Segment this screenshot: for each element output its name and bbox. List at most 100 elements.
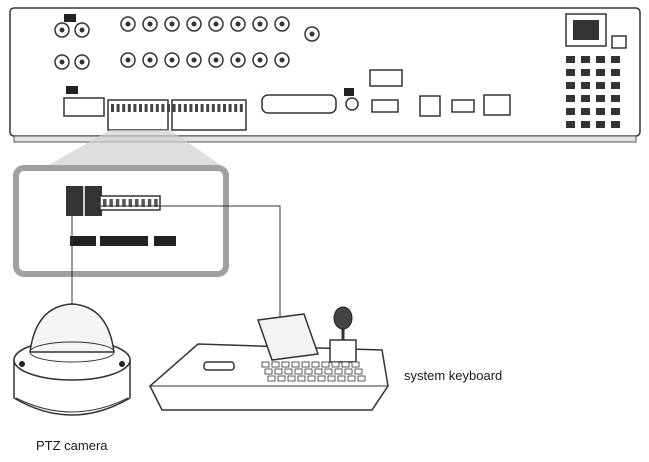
bnc-pin — [125, 21, 131, 27]
terminal-pin — [228, 104, 232, 112]
bnc-pin — [169, 57, 175, 63]
jog-dial — [203, 361, 235, 371]
vent-slot — [581, 69, 590, 76]
system-keyboard — [149, 306, 389, 411]
keyboard-key — [271, 361, 280, 368]
keyboard-key — [307, 375, 316, 382]
bnc-pin — [147, 57, 153, 63]
lan-port — [419, 95, 441, 117]
terminal-pin — [161, 104, 165, 112]
power-inlet-socket — [573, 20, 599, 40]
keyboard-key — [264, 368, 273, 375]
bnc-pin — [79, 27, 85, 33]
terminal-pin — [144, 104, 148, 112]
terminal-pin — [223, 104, 226, 112]
vent-slot — [596, 56, 605, 63]
keyboard-key — [274, 368, 283, 375]
terminal-pin — [127, 104, 131, 112]
bnc-pin — [213, 21, 219, 27]
joystick-base — [329, 339, 357, 363]
bnc-connector-group — [54, 16, 320, 70]
terminal-block-left — [107, 99, 169, 131]
power-switch — [611, 35, 627, 49]
vent-slot — [581, 95, 590, 102]
alarm-terminal-pins — [103, 199, 158, 207]
keyboard-cable — [90, 205, 281, 322]
usb-port-double — [483, 94, 511, 116]
bnc-pin — [257, 57, 263, 63]
terminal-pin — [183, 104, 187, 112]
usb-port — [451, 99, 475, 113]
vent-slot — [611, 95, 620, 102]
keyboard-key — [294, 368, 303, 375]
bnc-pin — [309, 31, 315, 37]
keyboard-key — [301, 361, 310, 368]
keyboard-key — [287, 375, 296, 382]
joystick-knob — [333, 306, 353, 330]
bnc-pin — [191, 21, 197, 27]
bnc-pin — [235, 21, 241, 27]
dome-ring — [29, 341, 115, 363]
keyboard-key — [354, 368, 363, 375]
zoom-frame — [13, 165, 229, 277]
keyboard-key — [267, 375, 276, 382]
bnc-pin — [125, 57, 131, 63]
keyboard-key — [281, 361, 290, 368]
vent-slot — [611, 56, 620, 63]
vent-slot — [581, 56, 590, 63]
vent-slot — [596, 121, 605, 128]
bnc-pin — [235, 57, 241, 63]
vent-slot — [566, 82, 575, 89]
keyboard-key — [317, 375, 326, 382]
terminal-pin — [234, 104, 238, 112]
db25-port — [261, 94, 337, 114]
terminal-pin — [178, 104, 182, 112]
bnc-pin — [147, 21, 153, 27]
terminal-pin — [122, 199, 126, 207]
terminal-pin — [155, 104, 159, 112]
keyboard-key — [321, 361, 330, 368]
vent-grid — [566, 56, 620, 128]
keyboard-key — [277, 375, 286, 382]
vent-slot — [596, 82, 605, 89]
label-tag — [66, 86, 78, 94]
vent-slot — [611, 108, 620, 115]
terminal-pin — [147, 199, 152, 207]
keyboard-key — [314, 368, 323, 375]
vent-slot — [566, 95, 575, 102]
keyboard-key — [304, 368, 313, 375]
keyboard-key — [327, 375, 336, 382]
terminal-pin — [189, 104, 193, 112]
vent-slot — [581, 121, 590, 128]
bnc-pin — [213, 57, 219, 63]
keyboard-key — [347, 375, 356, 382]
terminal-pin — [111, 104, 114, 112]
bnc-pin — [59, 27, 65, 33]
dvr-rear-panel — [9, 7, 641, 143]
label-tag — [344, 88, 354, 96]
keyboard-key — [291, 361, 300, 368]
bnc-pin — [79, 59, 85, 65]
dvr-chassis — [9, 7, 641, 137]
terminal-label-tag — [100, 236, 148, 246]
terminal-pin — [167, 104, 170, 112]
vent-slot — [566, 69, 575, 76]
keyboard-key — [284, 368, 293, 375]
terminal-label-tag — [70, 236, 96, 246]
terminal-pin — [239, 104, 243, 112]
vent-slot — [566, 121, 575, 128]
terminal-pin — [135, 199, 139, 207]
keyboard-key — [261, 361, 270, 368]
terminal-pin — [139, 104, 142, 112]
hdmi-port — [371, 99, 399, 113]
bnc-pin — [59, 59, 65, 65]
terminal-pin — [211, 104, 215, 112]
terminal-pin — [195, 104, 198, 112]
keyboard-key — [324, 368, 333, 375]
vent-slot — [596, 95, 605, 102]
keyboard-key — [351, 361, 360, 368]
bnc-pin — [257, 21, 263, 27]
terminal-pin — [115, 199, 120, 207]
bnc-pin — [279, 57, 285, 63]
